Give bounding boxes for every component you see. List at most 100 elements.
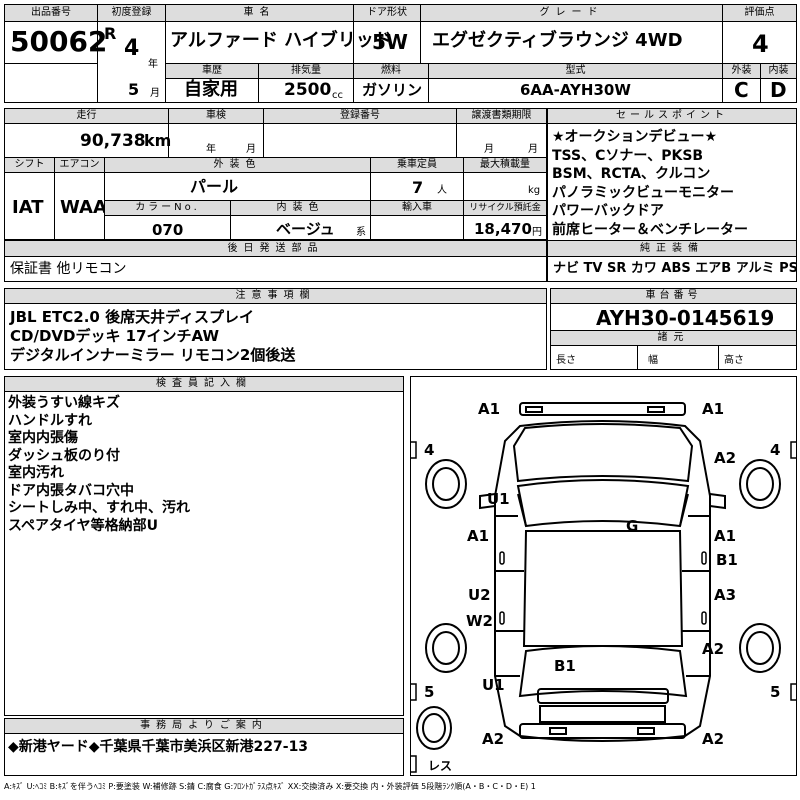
label-door: ドア形状 bbox=[354, 5, 420, 21]
notes-block bbox=[4, 288, 547, 370]
mark-a1-left-door: A1 bbox=[467, 527, 490, 545]
sales-point-item: パノラミックビューモニター bbox=[552, 184, 734, 201]
mark-b1-right-door: B1 bbox=[716, 551, 738, 569]
label-max-load: 最大積載量 bbox=[464, 158, 546, 172]
label-office: 事務局よりご案内 bbox=[5, 719, 403, 733]
mark-a3-right-rear: A3 bbox=[714, 586, 737, 604]
kei-unit: 系 bbox=[356, 227, 366, 238]
label-first-reg: 初度登録 bbox=[98, 5, 165, 21]
kg-unit: kg bbox=[528, 185, 541, 196]
label-length: 長さ bbox=[556, 355, 576, 366]
shift-value: IAT bbox=[12, 197, 44, 218]
cc-unit: cc bbox=[332, 90, 343, 101]
label-dimensions: 諸元 bbox=[551, 331, 796, 345]
car-diagram-block bbox=[410, 376, 797, 776]
inspector-line: 室内汚れ bbox=[8, 465, 64, 481]
displacement-value: 2500 bbox=[284, 80, 332, 100]
eval-score: 4 bbox=[752, 30, 769, 58]
mark-w2-left-rear: W2 bbox=[466, 612, 493, 630]
sales-point-item: BSM、RCTA、クルコン bbox=[552, 166, 711, 182]
mark-a2-bottom-right: A2 bbox=[702, 730, 725, 748]
mark-a1-right-door: A1 bbox=[714, 527, 737, 545]
label-height: 高さ bbox=[724, 355, 744, 366]
label-color-no: カラーNo. bbox=[105, 201, 230, 215]
label-recycle: リサイクル預託金 bbox=[464, 201, 546, 215]
lot-number: 50062 bbox=[10, 25, 108, 58]
notes-line: JBL ETC2.0 後席天井ディスプレイ bbox=[10, 308, 255, 326]
chassis-block bbox=[550, 288, 797, 370]
label-inspector: 検査員記入欄 bbox=[5, 377, 403, 391]
transfer-day-unit: 月 bbox=[528, 144, 538, 155]
label-fuel: 燃料 bbox=[354, 64, 428, 78]
label-transfer-deadline: 譲渡書類期限 bbox=[457, 109, 546, 123]
label-later-items: 後日発送部品 bbox=[5, 241, 546, 256]
label-chassis: 車台番号 bbox=[551, 289, 796, 303]
sales-point-block bbox=[547, 108, 797, 282]
mark-u1-rear: U1 bbox=[482, 676, 505, 694]
sales-point-item: TSS、Cソナー、PKSB bbox=[552, 147, 704, 164]
label-inspection: 車検 bbox=[169, 109, 263, 123]
inspector-line: ハンドルすれ bbox=[8, 412, 92, 429]
km-unit: km bbox=[144, 131, 172, 150]
persons-unit: 人 bbox=[437, 185, 447, 196]
inspector-line: シートしみ中、すれ中、汚れ bbox=[8, 500, 190, 516]
grade-value: エグゼクティブラウンジ 4WD bbox=[432, 30, 683, 51]
label-interior: 内装 bbox=[761, 64, 796, 78]
door-value: 5W bbox=[372, 30, 408, 54]
car-history-value: 自家用 bbox=[184, 79, 238, 100]
capacity-value: 7 bbox=[412, 178, 424, 197]
label-equipment: 純正装備 bbox=[548, 241, 796, 256]
label-model: 型式 bbox=[429, 64, 722, 78]
reg-month: 5 bbox=[128, 80, 140, 99]
mark-a2-right-quarter: A2 bbox=[702, 640, 725, 658]
mark-tire-rear-left: 5 bbox=[424, 683, 435, 701]
yen-unit: 円 bbox=[532, 227, 542, 238]
label-shift: シフト bbox=[5, 158, 54, 172]
label-int-color: 内装色 bbox=[231, 201, 370, 215]
transfer-month-unit: 月 bbox=[484, 144, 494, 155]
inspection-year-unit: 年 bbox=[206, 144, 216, 155]
mark-a1-top-left: A1 bbox=[478, 400, 501, 418]
fuel-value: ガソリン bbox=[362, 81, 423, 99]
mark-u2-left-rear: U2 bbox=[468, 586, 491, 604]
inspection-month-unit: 月 bbox=[246, 144, 256, 155]
inspector-block bbox=[4, 376, 404, 716]
car-name-value: アルファード ハイブリッド bbox=[170, 30, 392, 51]
model-value: 6AA-AYH30W bbox=[520, 81, 631, 99]
label-lot-no: 出品番号 bbox=[5, 5, 97, 21]
inspector-list: 外装うすい線キズハンドルすれ室内内張傷ダッシュ板のり付室内汚れドア内張タバコ穴中… bbox=[8, 395, 398, 535]
label-sales-point: セールスポイント bbox=[548, 109, 796, 123]
label-mileage: 走行 bbox=[5, 109, 168, 123]
equipment-value: ナビ TV SR カワ ABS エアB アルミ PS PW bbox=[553, 261, 800, 276]
color-no-value: 070 bbox=[152, 221, 184, 239]
label-capacity: 乗車定員 bbox=[371, 158, 463, 172]
inspector-line: ダッシュ板のり付 bbox=[8, 447, 120, 464]
notes-line: デジタルインナーミラー リモコン2個後送 bbox=[10, 346, 296, 364]
sales-point-list: ★オークションデビュー★ TSS、Cソナー、PKSB BSM、RCTA、クルコンパノ… bbox=[552, 128, 796, 239]
label-ext-color: 外装色 bbox=[105, 158, 370, 172]
era-mark: R bbox=[104, 24, 117, 43]
sales-point-item: ★オークションデビュー★ bbox=[552, 129, 718, 145]
mark-tire-front-left: 4 bbox=[424, 441, 435, 459]
recycle-value: 18,470 bbox=[474, 220, 532, 238]
later-items-value: 保証書 他リモコン bbox=[10, 261, 127, 277]
mark-tire-rear-right: 5 bbox=[770, 683, 781, 701]
mark-spare: レス bbox=[428, 759, 453, 773]
label-eval: 評価点 bbox=[723, 5, 796, 21]
header-block bbox=[4, 4, 797, 103]
inspector-line: 外装うすい線キズ bbox=[8, 395, 120, 411]
legend-text: A:ｷｽﾞ U:ﾍｺﾐ B:ｷｽﾞを伴うﾍｺﾐ P:要塗装 W:補修跡 S:錆 … bbox=[4, 782, 536, 791]
int-score: D bbox=[770, 78, 787, 102]
car-diagram bbox=[410, 402, 797, 773]
mileage-value: 90,738 bbox=[80, 131, 146, 151]
notes-line: CD/DVDデッキ 17インチAW bbox=[10, 327, 220, 345]
month-unit: 月 bbox=[150, 88, 160, 99]
label-exterior: 外装 bbox=[723, 64, 760, 78]
label-width: 幅 bbox=[648, 355, 658, 366]
later-items-block bbox=[4, 240, 547, 282]
label-notes: 注意事項欄 bbox=[5, 289, 546, 303]
label-displacement: 排気量 bbox=[259, 64, 353, 78]
label-car-history: 車歴 bbox=[166, 64, 258, 78]
label-aircon: エアコン bbox=[55, 158, 104, 172]
